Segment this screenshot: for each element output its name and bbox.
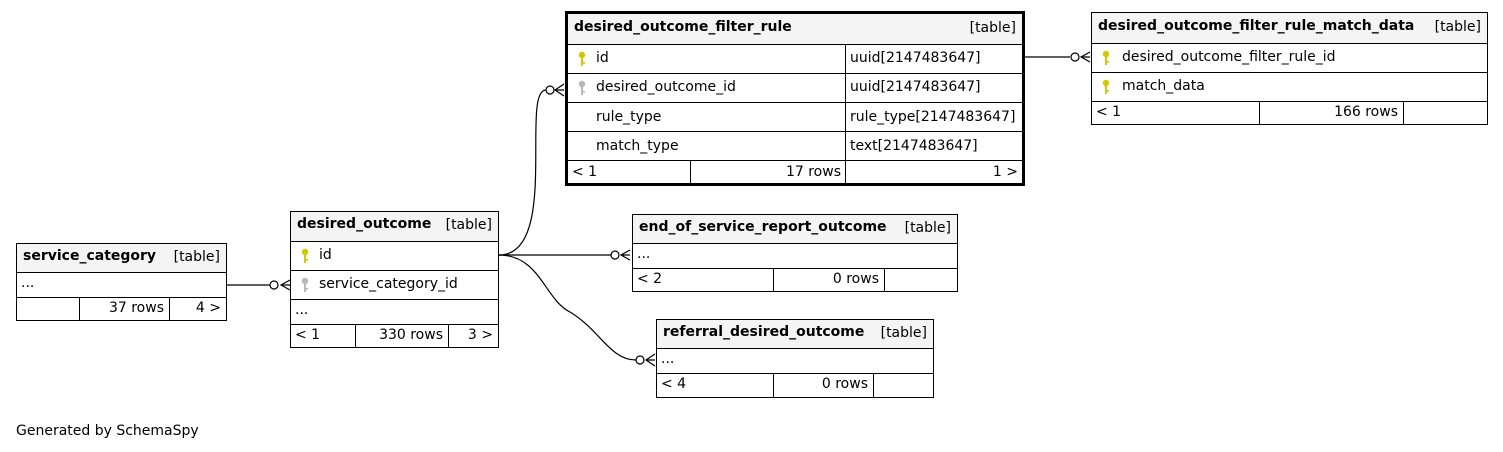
table-name: desired_outcome_filter_rule xyxy=(574,19,792,35)
children-count[interactable] xyxy=(873,374,933,397)
column-row: match_type text[2147483647] xyxy=(568,132,1022,161)
table-footer: 37 rows 4 > xyxy=(17,298,226,320)
column-name: match_type xyxy=(596,138,679,154)
crowfoot-circle xyxy=(635,355,645,365)
table-kind: [table] xyxy=(1434,19,1481,35)
table-header: end_of_service_report_outcome [table] xyxy=(633,215,957,244)
table-footer: < 4 0 rows xyxy=(657,374,933,397)
primary-key-icon xyxy=(1102,50,1110,65)
primary-key-icon xyxy=(301,248,309,263)
parents-count[interactable]: < 2 xyxy=(637,271,663,287)
column-type: uuid[2147483647] xyxy=(845,45,981,73)
more-columns: ... xyxy=(661,351,675,367)
column-row: rule_type rule_type[2147483647] xyxy=(568,103,1022,132)
table-header: desired_outcome [table] xyxy=(291,212,498,242)
generator-credit: Generated by SchemaSpy xyxy=(16,423,199,439)
column-name: rule_type xyxy=(596,109,662,125)
primary-key-icon xyxy=(1102,79,1110,94)
table-footer: < 1 330 rows 3 > xyxy=(291,325,498,347)
column-type: rule_type[2147483647] xyxy=(845,103,1015,131)
foreign-key-icon xyxy=(578,80,586,95)
column-ellipsis-row: ... xyxy=(633,244,957,269)
parents-count[interactable]: < 1 xyxy=(295,327,321,343)
table-kind: [table] xyxy=(173,249,220,265)
more-columns: ... xyxy=(21,275,35,291)
column-row: desired_outcome_filter_rule_id xyxy=(1092,44,1487,73)
table-footer: < 1 17 rows 1 > xyxy=(568,161,1022,185)
parents-count[interactable]: < 1 xyxy=(1096,104,1122,120)
column-row: match_data xyxy=(1092,73,1487,102)
column-ellipsis-row: ... xyxy=(17,273,226,298)
column-row: desired_outcome_id uuid[2147483647] xyxy=(568,74,1022,103)
table-name: service_category xyxy=(23,248,157,264)
children-count[interactable]: 3 > xyxy=(448,325,498,347)
table-header: desired_outcome_filter_rule_match_data [… xyxy=(1092,13,1487,44)
children-count[interactable]: 1 > xyxy=(845,161,1022,185)
primary-key-icon xyxy=(578,51,586,66)
column-name: id xyxy=(596,50,609,66)
children-count[interactable] xyxy=(884,269,957,291)
crowfoot-circle xyxy=(1070,52,1080,62)
edge-desired-outcome-to-filter-rule xyxy=(498,89,547,256)
column-row: service_category_id xyxy=(291,271,498,300)
crowfoot-circle xyxy=(610,250,620,260)
edge-desired-outcome-to-referral xyxy=(498,254,637,361)
table-name: desired_outcome xyxy=(297,216,432,232)
column-name: desired_outcome_id xyxy=(596,79,736,95)
table-kind: [table] xyxy=(445,217,492,233)
column-type: text[2147483647] xyxy=(845,132,978,160)
table-end-of-service-report-outcome[interactable]: end_of_service_report_outcome [table] ..… xyxy=(632,214,958,292)
table-desired-outcome-filter-rule[interactable]: desired_outcome_filter_rule [table] id u… xyxy=(565,11,1025,186)
column-type: uuid[2147483647] xyxy=(845,74,981,102)
row-count: 17 rows xyxy=(690,161,845,185)
column-name: desired_outcome_filter_rule_id xyxy=(1122,49,1336,65)
table-desired-outcome-filter-rule-match-data[interactable]: desired_outcome_filter_rule_match_data [… xyxy=(1091,12,1488,125)
crowfoot-circle xyxy=(269,280,279,290)
row-count: 330 rows xyxy=(355,325,448,347)
table-name: referral_desired_outcome xyxy=(663,324,865,340)
column-row: id xyxy=(291,242,498,271)
row-count: 0 rows xyxy=(773,269,884,291)
column-ellipsis-row: ... xyxy=(657,349,933,374)
table-footer: < 1 166 rows xyxy=(1092,102,1487,124)
parents-count[interactable]: < 4 xyxy=(661,376,687,392)
table-service-category[interactable]: service_category [table] ... 37 rows 4 > xyxy=(16,243,227,321)
parents-count[interactable]: < 1 xyxy=(572,164,598,180)
more-columns: ... xyxy=(295,302,309,318)
table-desired-outcome[interactable]: desired_outcome [table] id service_categ… xyxy=(290,211,499,348)
column-row: id uuid[2147483647] xyxy=(568,45,1022,74)
column-name: id xyxy=(319,247,332,263)
children-count[interactable]: 4 > xyxy=(169,298,226,320)
table-name: desired_outcome_filter_rule_match_data xyxy=(1098,18,1415,34)
more-columns: ... xyxy=(637,246,651,262)
children-count[interactable] xyxy=(1403,102,1487,124)
table-kind: [table] xyxy=(969,20,1016,36)
foreign-key-icon xyxy=(301,277,309,292)
row-count: 0 rows xyxy=(773,374,873,397)
table-header: desired_outcome_filter_rule [table] xyxy=(568,14,1022,45)
table-footer: < 2 0 rows xyxy=(633,269,957,291)
column-name: service_category_id xyxy=(319,276,458,292)
table-name: end_of_service_report_outcome xyxy=(639,219,887,235)
crowfoot-circle xyxy=(545,85,555,95)
table-referral-desired-outcome[interactable]: referral_desired_outcome [table] ... < 4… xyxy=(656,319,934,398)
table-kind: [table] xyxy=(904,220,951,236)
table-header: referral_desired_outcome [table] xyxy=(657,320,933,349)
column-ellipsis-row: ... xyxy=(291,300,498,325)
row-count: 37 rows xyxy=(79,298,169,320)
column-name: match_data xyxy=(1122,78,1205,94)
table-header: service_category [table] xyxy=(17,244,226,273)
table-kind: [table] xyxy=(880,325,927,341)
row-count: 166 rows xyxy=(1259,102,1403,124)
